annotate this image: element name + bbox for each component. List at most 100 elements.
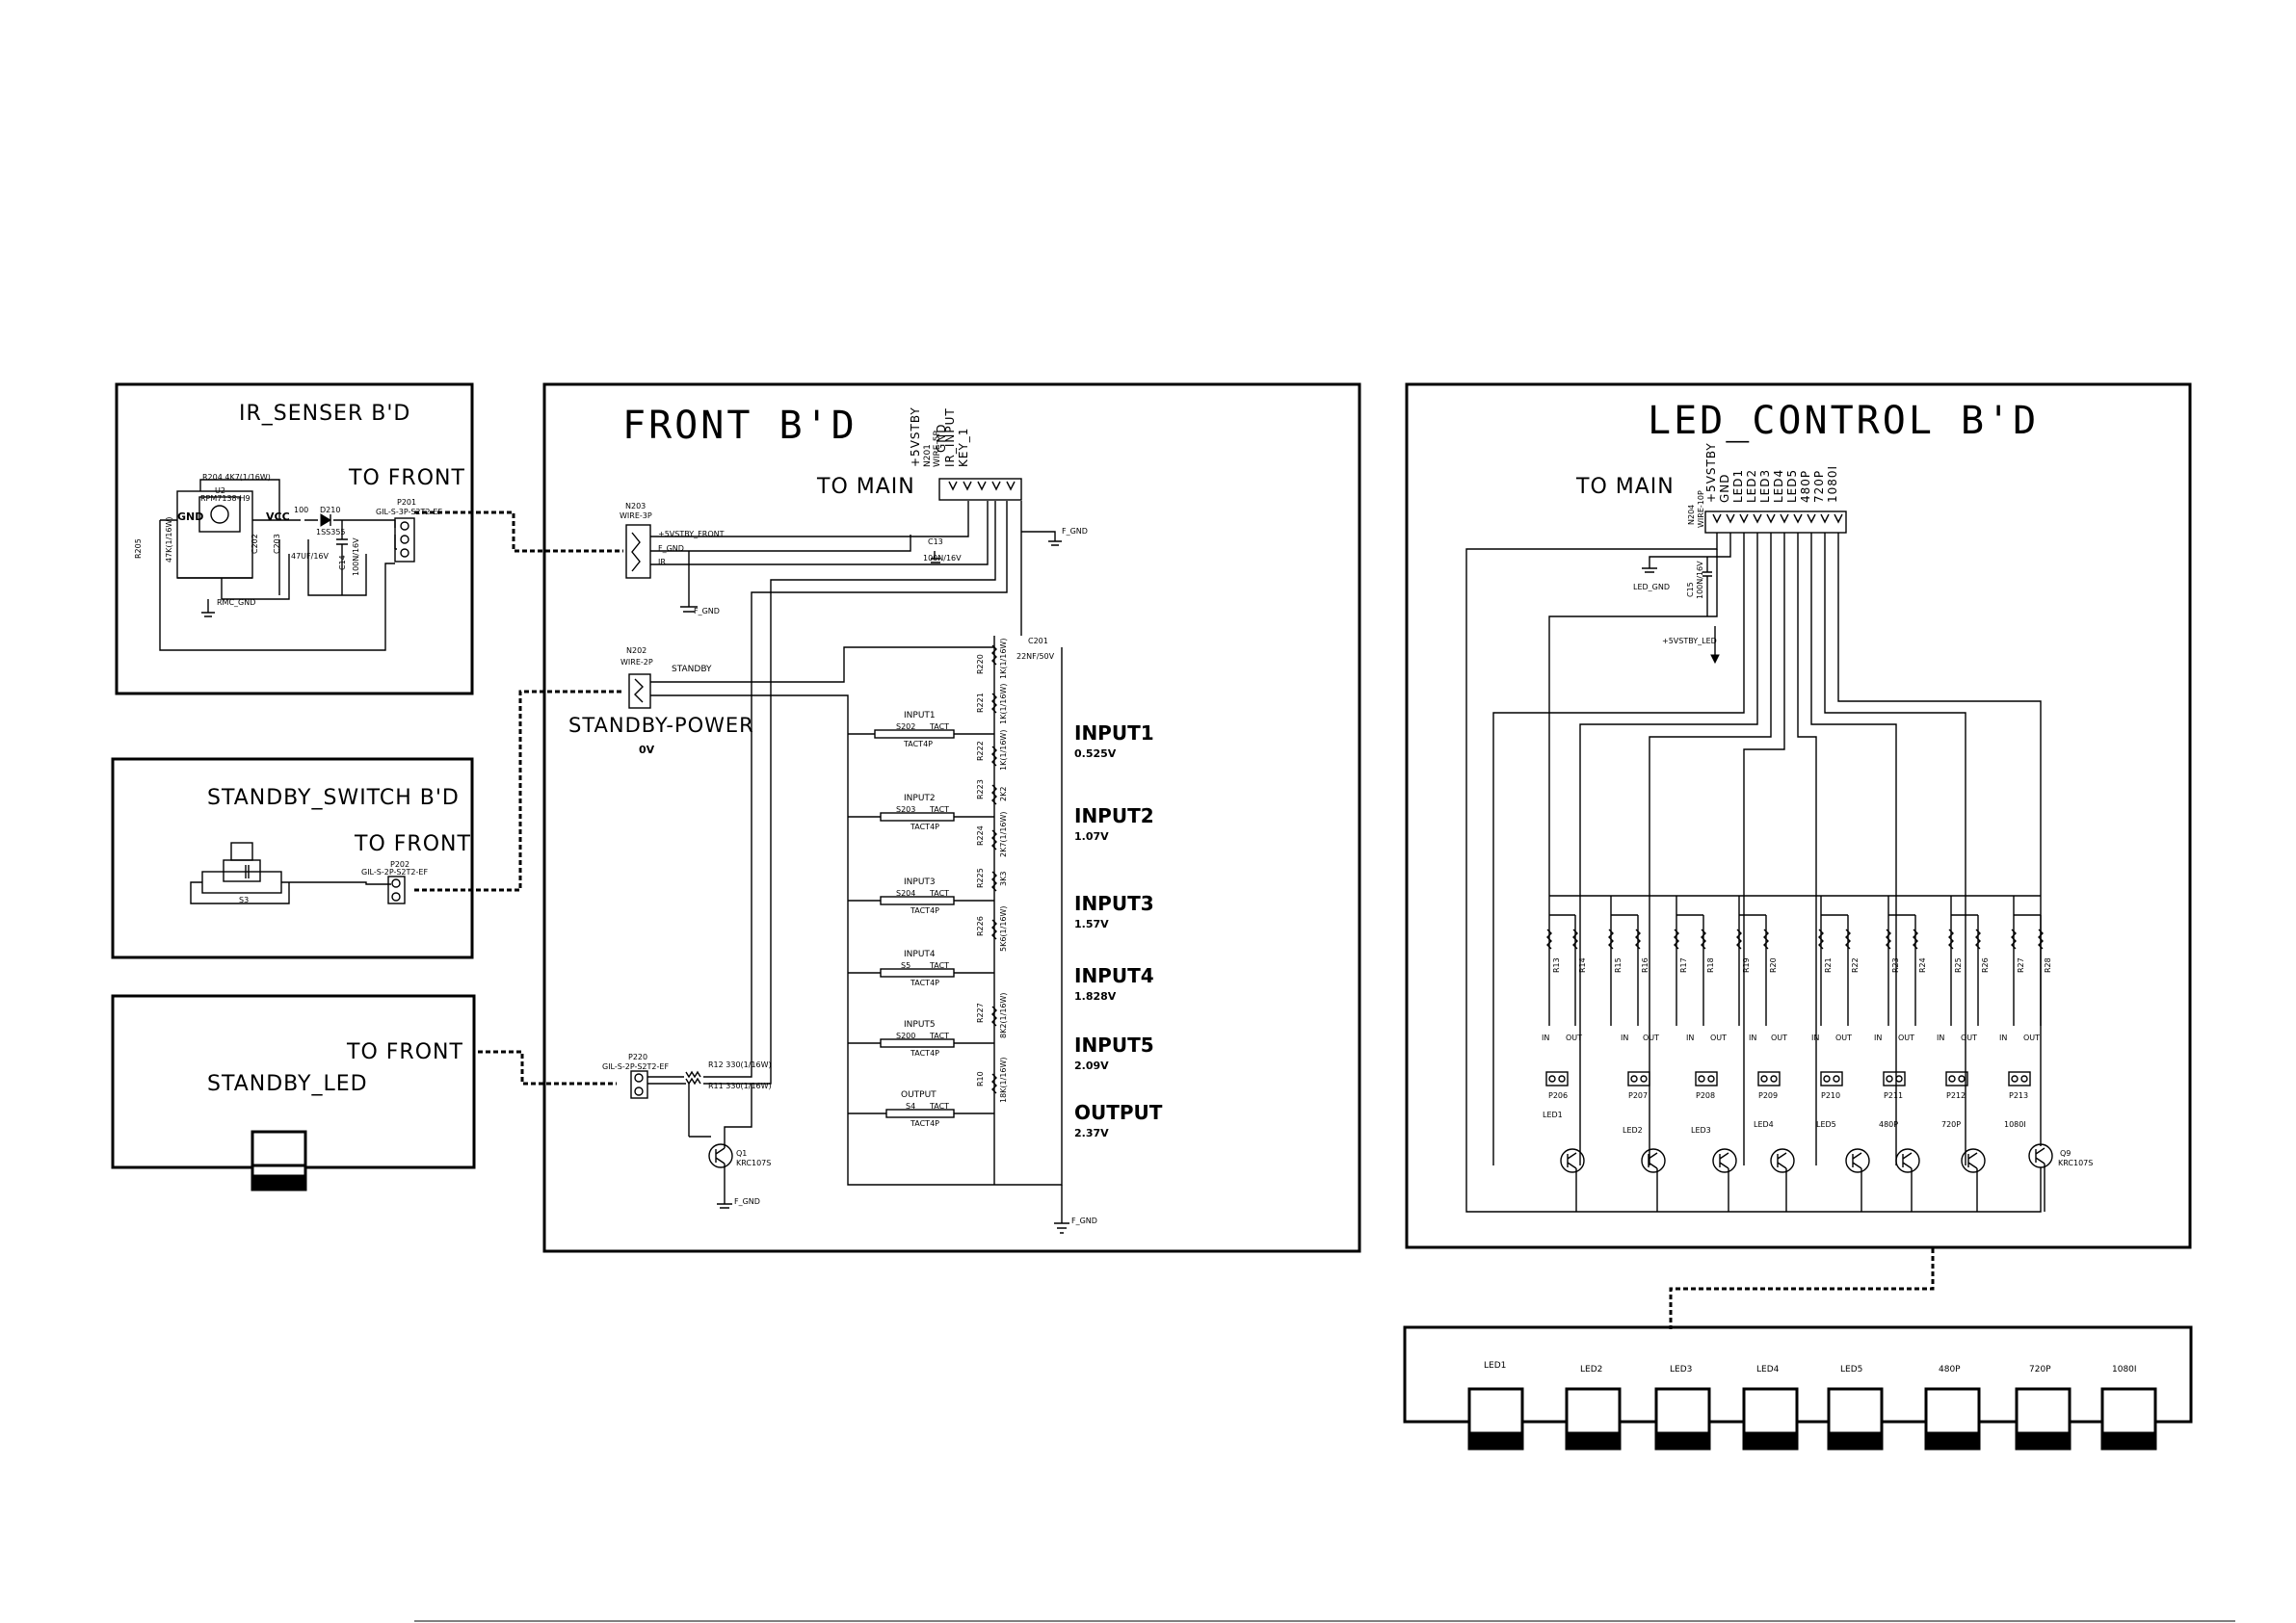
- led-channel-7: R25 R26 IN OUT P212 720P: [1937, 896, 1990, 1212]
- front-switch-input5-tact: TACT: [929, 1032, 949, 1040]
- led-c15-label: C15: [1686, 582, 1695, 597]
- panel-led-2-label: LED2: [1580, 1365, 1602, 1374]
- front-pin-5vstby: +5VSTBY: [909, 406, 922, 467]
- front-n203-pin1: +5VSTBY_FRONT: [658, 530, 725, 538]
- front-input1-label: INPUT1: [1074, 721, 1154, 745]
- led-c15-value: 100N/16V: [1696, 561, 1704, 599]
- led-q9-label: Q9: [2060, 1149, 2071, 1158]
- front-switch-input3-tact4p: TACT4P: [910, 906, 939, 915]
- ir-p201-label: P201: [397, 498, 416, 507]
- front-n202-label: N202: [626, 646, 647, 655]
- led-ch8-out: OUT: [2023, 1034, 2040, 1042]
- led-q9-part: KRC107S: [2058, 1159, 2093, 1167]
- led-ch4-label: LED4: [1754, 1120, 1774, 1129]
- led-ch6-rb: R24: [1918, 957, 1927, 973]
- led-ch8-conn: P213: [2009, 1091, 2028, 1100]
- front-r12-label: R12 330(1/16W): [708, 1060, 772, 1069]
- panel-led-3-label: LED3: [1670, 1365, 1692, 1374]
- front-p220-label: P220: [628, 1053, 647, 1061]
- standby-switch-board: STANDBY_SWITCH B'D TO FRONT P202 GIL-S-2…: [111, 757, 474, 959]
- led-pin-led2: LED2: [1745, 469, 1758, 503]
- ir-r204-label: R204 4K7(1/16W): [202, 473, 271, 482]
- ir-d210-part: 1SS355: [316, 528, 346, 537]
- panel-led-8: 1080I: [2100, 1365, 2157, 1451]
- front-r227-val: 8K2(1/16W): [999, 992, 1008, 1038]
- front-standby-volt: 0V: [639, 744, 655, 756]
- led-ch7-rb: R26: [1981, 957, 1990, 973]
- front-f-gnd-q1: F_GND: [734, 1197, 760, 1206]
- led-control-to-main-label: TO MAIN: [1575, 475, 1675, 499]
- front-switch-input1: INPUT1 S202 TACT TACT4P INPUT1 0.525V: [848, 711, 1154, 760]
- front-r227-ref: R227: [976, 1003, 985, 1023]
- front-switch-output-tact: TACT: [929, 1102, 949, 1111]
- front-c201-label: C201: [1028, 637, 1048, 645]
- front-switch-input5-ref: S200: [896, 1032, 915, 1040]
- led-pin-led3: LED3: [1758, 469, 1772, 503]
- led-pin-720p: 720P: [1812, 470, 1826, 503]
- front-r222-ref: R222: [976, 741, 985, 761]
- front-switch-input3: INPUT3 S204 TACT TACT4P INPUT3 1.57V: [848, 877, 1154, 930]
- ir-r205-label: R205: [134, 538, 143, 559]
- front-r220-val: 1K(1/16W): [999, 639, 1008, 679]
- front-n203-pin3: IR: [658, 558, 666, 566]
- front-r226-ref: R226: [976, 916, 985, 936]
- front-switch-input5-tact4p: TACT4P: [910, 1049, 939, 1058]
- front-input3-label: INPUT3: [1074, 892, 1154, 915]
- panel-led-7: 720P: [2015, 1365, 2072, 1451]
- front-f-gnd-top: F_GND: [1062, 527, 1088, 536]
- front-switch-output-name: OUTPUT: [901, 1090, 937, 1100]
- panel-led-5: LED5: [1827, 1365, 1884, 1451]
- led-ch8-in: IN: [1999, 1034, 2007, 1042]
- led-ch4-ra: R19: [1742, 957, 1751, 973]
- ir-r205-value: 47K(1/16W): [165, 516, 173, 563]
- led-ch1-rb: R14: [1578, 957, 1587, 973]
- front-switch-input4-ref: S5: [901, 961, 910, 970]
- front-input5-volt: 2.09V: [1074, 1060, 1109, 1072]
- ir-senser-board: IR_SENSER B'D TO FRONT GND VCC R204 4K7(…: [115, 382, 474, 695]
- panel-led-3: LED3: [1654, 1365, 1711, 1451]
- led-ch2-ra: R15: [1614, 957, 1623, 973]
- led-ch5-conn: P210: [1821, 1091, 1840, 1100]
- standby-switch-p202-part: GIL-S-2P-S2T2-EF: [361, 868, 428, 877]
- panel-led-6: 480P: [1924, 1365, 1981, 1451]
- ir-c202-label: C202: [251, 534, 259, 554]
- led-ch1-in: IN: [1542, 1034, 1549, 1042]
- front-switch-input3-tact: TACT: [929, 889, 949, 898]
- front-c13-value: 100N/16V: [923, 554, 962, 563]
- front-input2-volt: 1.07V: [1074, 830, 1109, 843]
- led-ch3-ra: R17: [1679, 957, 1688, 973]
- front-r221-val: 1K(1/16W): [999, 684, 1008, 724]
- front-switch-output-tact4p: TACT4P: [910, 1119, 939, 1128]
- led-ch5-out: OUT: [1835, 1034, 1852, 1042]
- led-ch2-conn: P207: [1628, 1091, 1648, 1100]
- front-n203-pin2: F_GND: [658, 544, 684, 553]
- front-to-main-label: TO MAIN: [816, 475, 915, 499]
- front-n201-part: WIRE-5P: [933, 431, 942, 467]
- ir-c14-value: 100N/16V: [352, 537, 360, 576]
- led-ch3-out: OUT: [1710, 1034, 1727, 1042]
- ir-p201-part: GIL-S-3P-S2T2-EF: [376, 508, 442, 516]
- front-r222-val: 1K(1/16W): [999, 730, 1008, 771]
- led-n204-part: WIRE-10P: [1697, 490, 1705, 528]
- front-switch-input1-tact4p: TACT4P: [903, 740, 933, 748]
- panel-led-1-label: LED1: [1484, 1361, 1506, 1371]
- front-r225-val: 3K3: [999, 872, 1008, 886]
- led-ch3-label: LED3: [1691, 1126, 1711, 1135]
- led-ch6-label: 480P: [1879, 1120, 1898, 1129]
- led-channel-1: R13 R14 IN OUT P206 LED1: [1542, 896, 1587, 1212]
- front-switch-output-ref: S4: [906, 1102, 915, 1111]
- led-ch4-out: OUT: [1771, 1034, 1787, 1042]
- front-switch-input2-name: INPUT2: [904, 794, 936, 803]
- front-n203-part: WIRE-3P: [620, 511, 652, 520]
- led-channel-2: R15 R16 IN OUT P207 LED2: [1608, 896, 1666, 1212]
- front-pin-gnd: GND: [935, 423, 948, 453]
- led-ch2-rb: R16: [1641, 957, 1649, 973]
- led-ch8-label: 1080I: [2004, 1120, 2026, 1129]
- led-ch5-ra: R21: [1824, 957, 1833, 973]
- ir-gnd-label: GND: [177, 510, 203, 523]
- led-pin-led5: LED5: [1785, 469, 1799, 503]
- front-r10-ref: R10: [976, 1071, 985, 1086]
- led-pin-480p: 480P: [1799, 470, 1812, 503]
- front-input4-volt: 1.828V: [1074, 990, 1117, 1003]
- ir-to-front-label: TO FRONT: [348, 466, 465, 490]
